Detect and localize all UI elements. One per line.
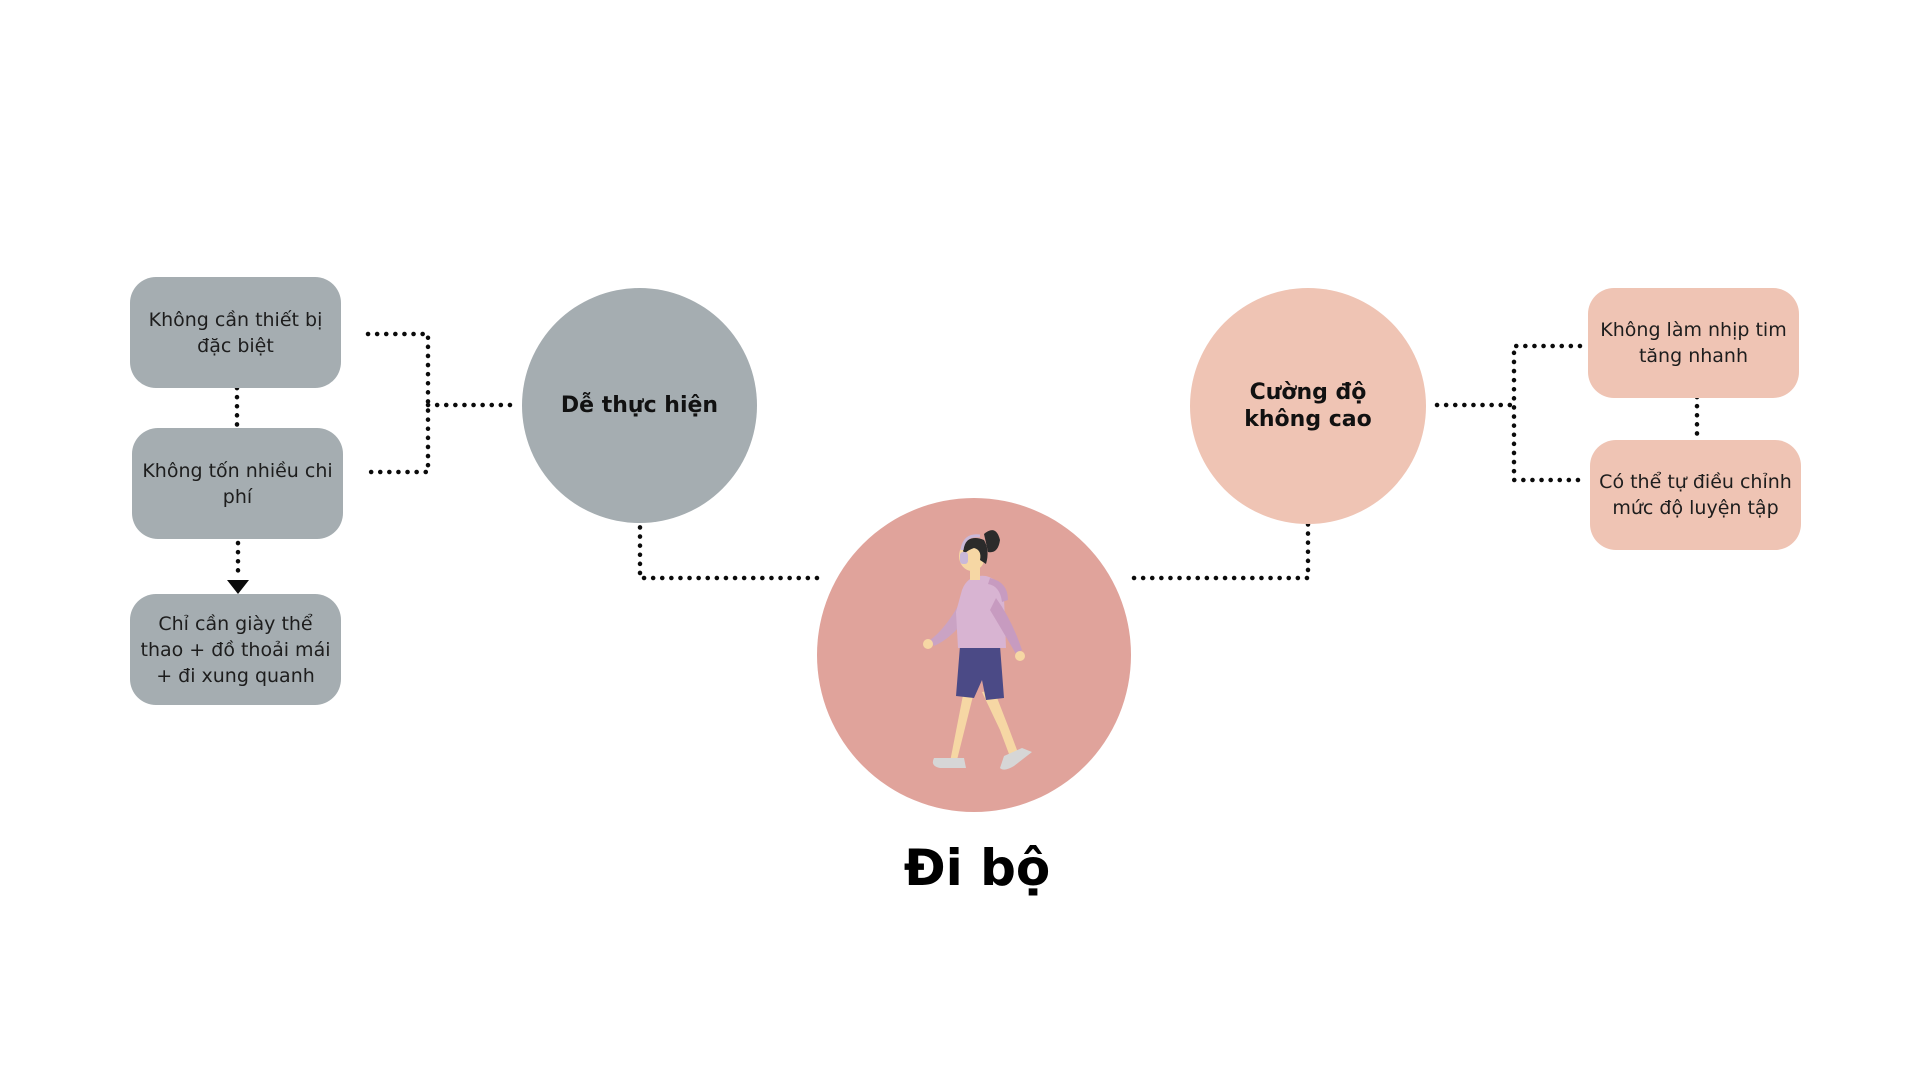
right-item-1: Không làm nhịp tim tăng nhanh — [1588, 288, 1799, 398]
walking-woman-illustration — [923, 530, 1032, 770]
right-topic-label: Cường độ không cao — [1244, 380, 1372, 432]
left-item-1: Không cần thiết bị đặc biệt — [130, 277, 341, 388]
connector-bracket-to-right-items — [1511, 343, 1583, 483]
left-item-3: Chỉ cần giày thể thao + đồ thoải mái + đ… — [130, 594, 341, 705]
right-topic-circle: Cường độ không cao — [1190, 288, 1426, 524]
arrow-down-icon — [227, 580, 249, 594]
left-topic-label: Dễ thực hiện — [560, 393, 719, 418]
right-item-1-text: Không làm nhịp tim tăng nhanh — [1600, 319, 1787, 367]
left-item-3-text: Chỉ cần giày thể thao + đồ thoải mái + đ… — [140, 612, 331, 687]
left-item-2-text: Không tốn nhiều chi phí — [142, 459, 333, 508]
right-item-2: Có thể tự điều chỉnh mức độ luyện tập — [1590, 440, 1801, 550]
left-topic-circle: Dễ thực hiện — [522, 288, 757, 523]
right-item-2-text: Có thể tự điều chỉnh mức độ luyện tập — [1599, 471, 1792, 519]
diagram-title: Đi bộ — [903, 839, 1051, 897]
left-item-1-text: Không cần thiết bị đặc biệt — [148, 308, 323, 357]
center-circle — [817, 498, 1131, 812]
connector-left-item1-to-bracket — [365, 331, 431, 475]
left-item-2: Không tốn nhiều chi phí — [132, 428, 343, 539]
